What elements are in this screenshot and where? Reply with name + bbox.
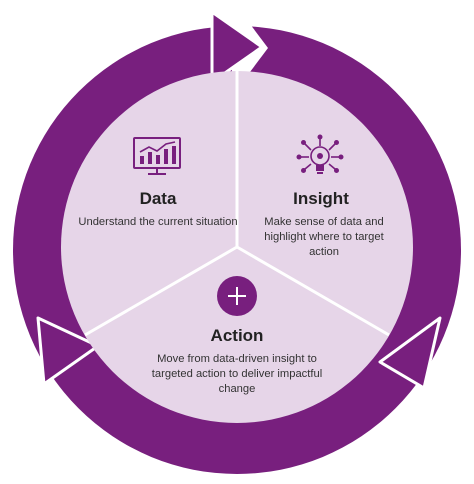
lightbulb-network-icon [296, 134, 344, 174]
arrow-head-top [210, 10, 264, 84]
action-description: Move from data-driven insight to targete… [151, 353, 323, 395]
monitor-bar-chart-icon [133, 137, 181, 175]
insight-description: Make sense of data and highlight where t… [264, 216, 384, 258]
arrow-head-right [378, 316, 442, 390]
divider-right [236, 245, 390, 337]
data-description: Understand the current situation [78, 216, 238, 228]
action-title: Action [210, 326, 264, 345]
divider-left [84, 245, 238, 337]
insight-title: Insight [293, 189, 349, 208]
plus-circle-icon [217, 276, 257, 316]
arrow-head-left [36, 316, 100, 386]
data-title: Data [139, 189, 177, 208]
